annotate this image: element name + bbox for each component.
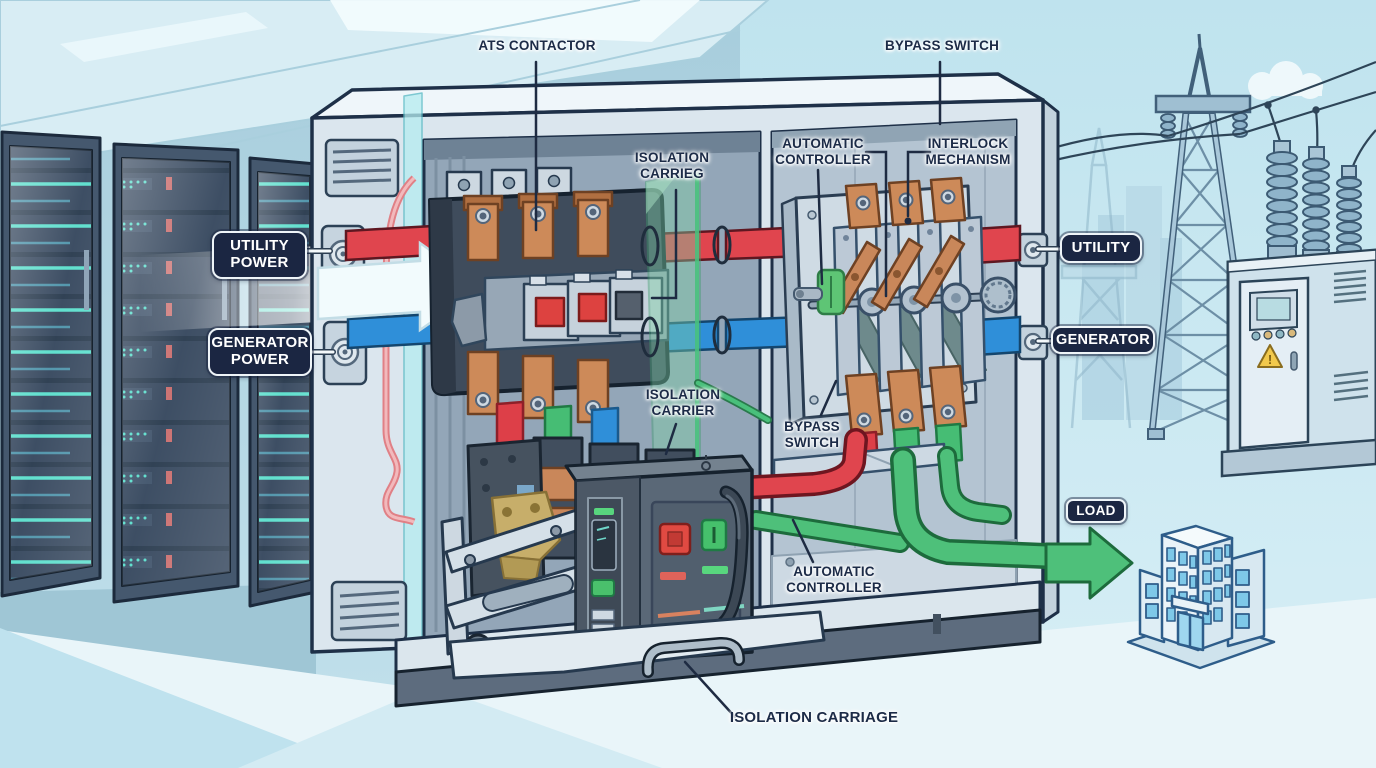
label-automatic-controller-bottom: AUTOMATIC CONTROLLER [786, 564, 882, 597]
label-interlock-mechanism: INTERLOCK MECHANISM [925, 136, 1010, 169]
building-icon [1126, 524, 1276, 670]
label-isolation-carriage: ISOLATION CARRIAGE [730, 709, 898, 727]
leader-isolation-carrier [664, 422, 678, 456]
isolation-carriage-assembly [394, 436, 1042, 708]
leader-isolation-carriage [683, 660, 737, 719]
rack-handle [84, 250, 89, 310]
power-flow-pipes [688, 428, 1059, 569]
label-line: UTILITY [230, 237, 289, 255]
breaker-unit [564, 454, 754, 666]
label-line: MECHANISM [925, 152, 1011, 168]
label-text: LOAD [1076, 503, 1116, 519]
bypass-switch-assembly [772, 176, 1017, 484]
box-connectors [303, 246, 1065, 355]
label-isolation-carrieg: ISOLATION CARRIEG [635, 150, 709, 183]
label-line: SWITCH [784, 435, 840, 451]
label-isolation-carrier: ISOLATION CARRIER [646, 387, 720, 420]
breaker-display [591, 519, 617, 571]
copper-lugs-top [462, 190, 614, 262]
distant-transmission-tower [1060, 127, 1138, 429]
vent-grille [330, 580, 408, 642]
server-rack [0, 130, 102, 598]
label-text: ATS CONTACTOR [478, 38, 596, 53]
label-utility-power: UTILITY POWER [212, 231, 307, 279]
label-text: ISOLATION CARRIAGE [729, 709, 899, 726]
controller-module [793, 268, 846, 316]
server-rack [248, 156, 318, 608]
load-arrow [1044, 526, 1134, 600]
ceiling [0, 0, 770, 170]
label-load: LOAD [1066, 499, 1126, 523]
label-generator-power: GENERATOR POWER [208, 328, 312, 376]
transformer-handle [1290, 351, 1298, 371]
contact-block [608, 269, 664, 335]
label-line: CONTROLLER [775, 152, 871, 168]
svg-text:!: ! [1268, 352, 1272, 367]
label-line: ISOLATION [645, 387, 721, 402]
label-line: CARRIER [651, 403, 715, 419]
label-line: POWER [230, 351, 290, 368]
label-automatic-controller-top: AUTOMATIC CONTROLLER [775, 136, 871, 169]
leader-automatic-controller-top [816, 168, 824, 286]
red-indicator [660, 572, 686, 580]
label-line: GENERATOR [211, 334, 309, 352]
power-lines [1045, 60, 1376, 175]
label-line: BYPASS [784, 419, 840, 434]
transformer-vents [1333, 269, 1369, 402]
label-ats-contactor: ATS CONTACTOR [478, 38, 595, 54]
label-generator: GENERATOR [1051, 326, 1155, 354]
label-text: BYPASS SWITCH [884, 38, 1000, 53]
label-line: AUTOMATIC [793, 564, 875, 579]
label-line: POWER [230, 254, 289, 271]
cabinet-skirt [394, 608, 1042, 708]
label-line: INTERLOCK [927, 136, 1009, 151]
status-led [594, 508, 614, 515]
label-text: UTILITY [1071, 238, 1131, 256]
label-utility: UTILITY [1060, 233, 1142, 263]
leader-lines [534, 60, 942, 719]
green-button [591, 579, 615, 597]
label-line: ISOLATION [634, 150, 710, 165]
label-bypass-switch-mid: BYPASS SWITCH [784, 419, 840, 452]
label-line: CONTROLLER [786, 580, 882, 596]
gray-contact-button [614, 290, 644, 321]
red-contact-button [534, 296, 566, 328]
leader-interlock [906, 150, 932, 218]
label-line: AUTOMATIC [782, 136, 864, 151]
leader-automatic-controller-bottom [791, 518, 815, 564]
label-text: GENERATOR [1055, 331, 1150, 348]
vent-grille [324, 138, 400, 198]
latch-hook [450, 292, 488, 348]
carriage-platform [448, 610, 826, 680]
cloud-icon [1248, 61, 1323, 100]
interlock-dot [904, 217, 912, 225]
red-contact-button [577, 292, 608, 323]
copper-straps-bottom [844, 364, 968, 438]
green-indicator [702, 566, 728, 574]
bushing-icon [1266, 140, 1362, 265]
label-bypass-switch-top: BYPASS SWITCH [885, 38, 999, 54]
leader-bypass-mid [819, 379, 838, 417]
transformer-icon: ! [1220, 140, 1376, 478]
label-line: CARRIEG [640, 166, 704, 182]
warning-triangle-icon: ! [1257, 344, 1283, 368]
entrance-canopy [1170, 594, 1210, 616]
leader-isolation-carrieg [650, 188, 678, 300]
leader-automatic-controller-top-2 [864, 150, 888, 298]
